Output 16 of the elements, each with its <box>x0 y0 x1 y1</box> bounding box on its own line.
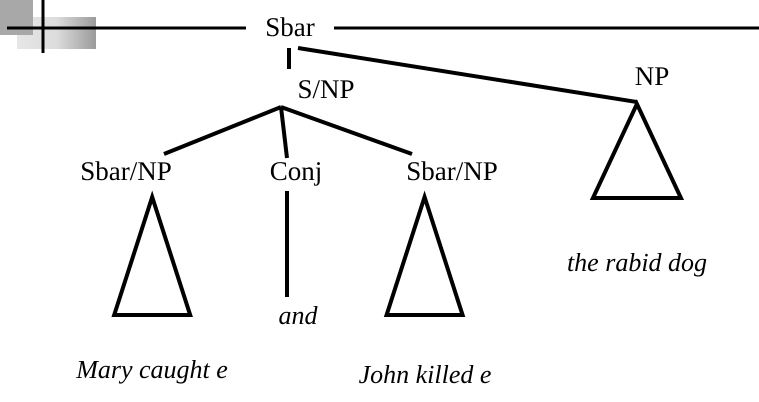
tree-branch <box>280 105 413 156</box>
terminal-word: and <box>278 303 318 329</box>
tree-branch <box>287 48 291 69</box>
tree-branch <box>163 105 282 156</box>
tree-branch <box>298 46 638 104</box>
category-label: Sbar/NP <box>80 158 172 185</box>
category-label: Conj <box>270 158 322 185</box>
category-label: S/NP <box>297 76 355 103</box>
terminal-words: the rabid dog <box>566 250 708 276</box>
terminal-words: Mary caught e <box>76 357 228 383</box>
category-label: Sbar/NP <box>406 158 498 185</box>
category-label: NP <box>634 63 670 90</box>
terminal-words: John killed e <box>358 362 492 388</box>
category-label: Sbar <box>265 14 315 41</box>
tree-branch <box>279 106 289 158</box>
tree-branch <box>285 191 289 297</box>
